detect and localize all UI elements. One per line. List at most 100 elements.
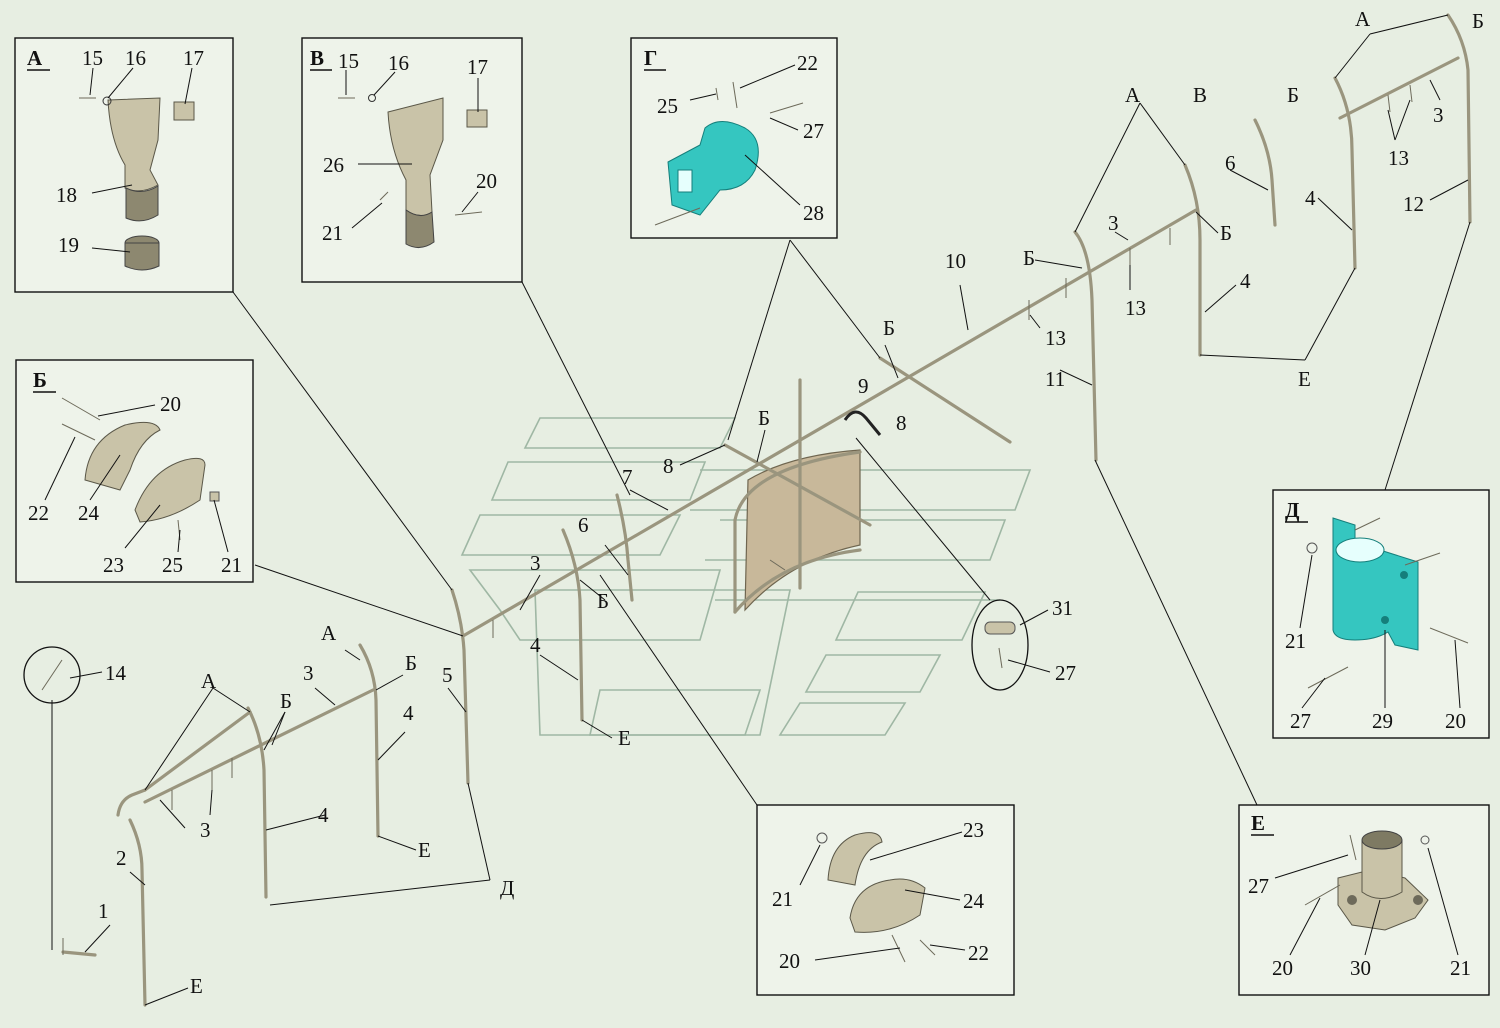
circle-callout-14: 14 xyxy=(23,646,127,704)
box-b-title: Б xyxy=(33,368,47,392)
main-label-17: 13 xyxy=(1045,326,1066,350)
label-20: 20 xyxy=(779,949,800,973)
main-label-30: 5 xyxy=(442,663,453,687)
label-27: 27 xyxy=(803,119,824,143)
label-28: 28 xyxy=(803,201,824,225)
label-27: 27 xyxy=(1055,661,1076,685)
main-label-9: А xyxy=(1125,83,1141,107)
main-label-41: Е xyxy=(190,974,203,998)
main-label-24: 7 xyxy=(622,465,633,489)
box-e-title: Е xyxy=(1251,811,1265,835)
label-16: 16 xyxy=(125,46,146,70)
main-label-14: 4 xyxy=(1240,269,1251,293)
label-20: 20 xyxy=(476,169,497,193)
main-label-4: 13 xyxy=(1388,146,1409,170)
main-label-5: 4 xyxy=(1305,186,1316,210)
main-label-37: А xyxy=(201,669,217,693)
rear-canvas-panel xyxy=(733,378,862,614)
leader-lines xyxy=(51,14,1471,950)
label-14: 14 xyxy=(105,661,127,685)
label-20: 20 xyxy=(160,392,181,416)
label-24: 24 xyxy=(78,501,100,525)
main-label-42: Е xyxy=(418,838,431,862)
label-27: 27 xyxy=(1290,709,1311,733)
main-label-15: Е xyxy=(1298,367,1311,391)
main-label-22: Б xyxy=(758,406,770,430)
main-label-6: 12 xyxy=(1403,192,1424,216)
box-a-title: А xyxy=(27,46,43,70)
main-label-33: 3 xyxy=(303,661,314,685)
main-label-34: 4 xyxy=(403,701,414,725)
main-label-10: 3 xyxy=(1108,211,1119,235)
main-label-16: 10 xyxy=(945,249,966,273)
main-label-13: 13 xyxy=(1125,296,1146,320)
main-label-7: В xyxy=(1193,83,1207,107)
main-label-32: Б xyxy=(405,651,417,675)
box-g-title: Г xyxy=(644,46,657,70)
label-31: 31 xyxy=(1052,596,1073,620)
label-30: 30 xyxy=(1350,956,1371,980)
main-label-19: 11 xyxy=(1045,367,1065,391)
main-label-12: Б xyxy=(1023,246,1035,270)
main-label-27: Б xyxy=(597,589,609,613)
main-label-2: Б xyxy=(1287,83,1299,107)
main-label-11: Б xyxy=(1220,221,1232,245)
label-21: 21 xyxy=(1285,629,1306,653)
main-label-29: Е xyxy=(618,726,631,750)
main-label-23: 8 xyxy=(663,454,674,478)
label-24: 24 xyxy=(963,889,985,913)
label-20: 20 xyxy=(1445,709,1466,733)
label-25: 25 xyxy=(657,94,678,118)
callout-box-v: В 15 16 17 26 20 21 xyxy=(301,37,523,283)
box-d-title: Д xyxy=(1285,498,1300,522)
label-29: 29 xyxy=(1372,709,1393,733)
callout-box-g: Г 22 25 27 28 xyxy=(630,37,838,239)
label-21: 21 xyxy=(1450,956,1471,980)
label-18: 18 xyxy=(56,183,77,207)
label-15: 15 xyxy=(338,49,359,73)
main-label-3: 3 xyxy=(1433,103,1444,127)
main-label-43: Д xyxy=(500,876,514,900)
label-15: 15 xyxy=(82,46,103,70)
main-label-leaders xyxy=(84,79,1469,1006)
callout-box-a: А 15 16 17 18 19 xyxy=(14,37,234,293)
main-label-21: 8 xyxy=(896,411,907,435)
label-21: 21 xyxy=(322,221,343,245)
callout-box-bottom: 23 21 24 20 22 xyxy=(756,804,1015,996)
callout-box-d: Д 21 27 29 20 xyxy=(1272,489,1490,739)
label-22: 22 xyxy=(28,501,49,525)
main-label-39: 2 xyxy=(116,846,127,870)
main-label-1: Б xyxy=(1472,9,1484,33)
label-19: 19 xyxy=(58,233,79,257)
main-label-18: Б xyxy=(883,316,895,340)
label-25: 25 xyxy=(162,553,183,577)
label-23: 23 xyxy=(963,818,984,842)
main-label-0: А xyxy=(1355,7,1371,31)
label-20: 20 xyxy=(1272,956,1293,980)
box-v-title: В xyxy=(310,46,324,70)
callout-box-e: Е 27 20 30 21 xyxy=(1238,804,1490,996)
main-label-40: 1 xyxy=(98,899,109,923)
label-16: 16 xyxy=(388,51,409,75)
label-21: 21 xyxy=(772,887,793,911)
main-label-31: А xyxy=(321,621,337,645)
callout-box-b: Б 20 22 24 23 25 21 xyxy=(15,359,254,583)
label-17: 17 xyxy=(183,46,204,70)
main-label-25: 6 xyxy=(578,513,589,537)
circle-callout-31: 31 27 xyxy=(971,596,1076,691)
label-27: 27 xyxy=(1248,874,1269,898)
main-label-8: 6 xyxy=(1225,151,1236,175)
main-label-26: 3 xyxy=(530,551,541,575)
main-label-36: 3 xyxy=(200,818,211,842)
main-label-35: Б xyxy=(280,689,292,713)
main-labels: А Б Б 3 13 4 12 В 6 А 3 Б Б 13 4 Е 10 13… xyxy=(98,7,1484,998)
label-21: 21 xyxy=(221,553,242,577)
label-22: 22 xyxy=(968,941,989,965)
label-17: 17 xyxy=(467,55,488,79)
label-23: 23 xyxy=(103,553,124,577)
main-label-28: 4 xyxy=(530,633,541,657)
frame-tubes xyxy=(61,13,1472,1007)
label-26: 26 xyxy=(323,153,344,177)
label-22: 22 xyxy=(797,51,818,75)
